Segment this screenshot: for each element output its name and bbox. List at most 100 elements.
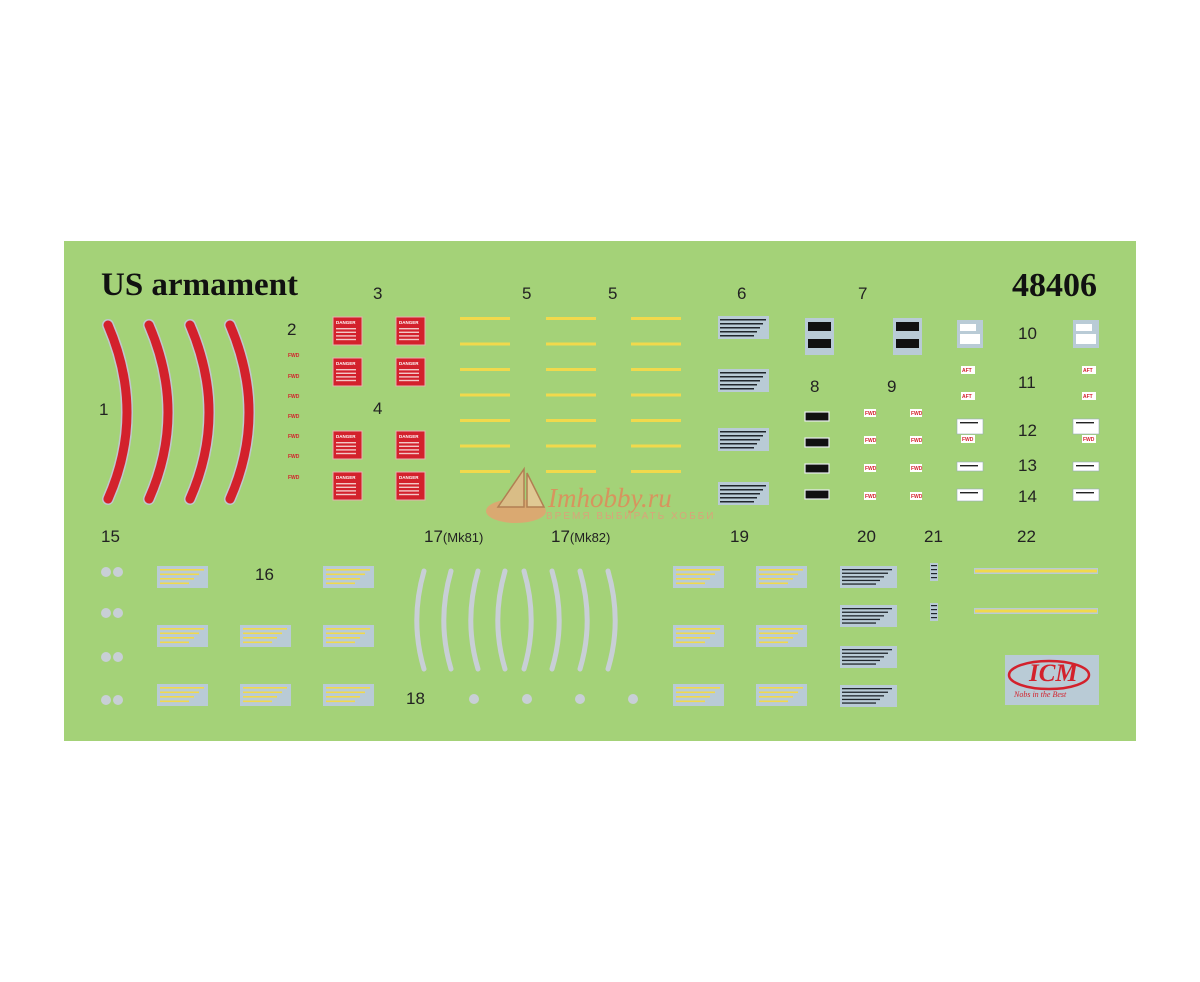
yellow-stencil-line — [759, 578, 793, 580]
white-stencil-line — [1076, 422, 1094, 424]
grey-dot-decal — [522, 694, 532, 704]
decal-number-1: 1 — [99, 400, 109, 419]
yellow-stencil-line — [676, 700, 705, 703]
info-label — [1076, 334, 1096, 344]
yellow-stencil-line — [759, 700, 788, 703]
danger-placard-label: DANGER — [399, 434, 419, 439]
fwd-label: FWD — [911, 411, 923, 417]
danger-placard — [332, 430, 363, 460]
red-band-decal — [103, 320, 132, 504]
grey-arc-decal — [441, 568, 454, 672]
yellow-stripe-decal — [631, 368, 681, 371]
white-stencil-line — [960, 492, 978, 494]
yellow-stencil-line — [160, 687, 204, 689]
info-label — [1076, 324, 1092, 331]
decal-number-17b: 17 — [551, 527, 570, 546]
danger-placard-text-line — [399, 442, 419, 444]
fwd-stencil: FWD — [288, 414, 300, 420]
fwd-label-bg — [910, 409, 922, 417]
grey-dot-decal — [113, 567, 123, 577]
tiny-stencil-line — [931, 605, 937, 607]
danger-placard-text-line — [399, 490, 419, 492]
tiny-stencil — [930, 603, 938, 621]
decal-number-5a: 5 — [522, 284, 532, 303]
yellow-stripe-decal — [460, 470, 510, 473]
decal-number-19: 19 — [730, 527, 749, 546]
decal-number-2: 2 — [287, 320, 297, 339]
yellow-stencil-line — [326, 691, 365, 694]
decal-number-17a: 17 — [424, 527, 443, 546]
danger-placard-label: DANGER — [399, 475, 419, 480]
white-stencil — [1072, 461, 1100, 472]
white-stencil — [956, 418, 984, 435]
decal-number-8: 8 — [810, 377, 820, 396]
decal-number-4: 4 — [373, 399, 383, 418]
black-bar-decal — [804, 489, 830, 500]
stencil-panel-text-line — [720, 431, 766, 433]
yellow-stencil-line — [243, 641, 272, 644]
black-bar-decal — [804, 411, 830, 422]
white-stencil — [956, 488, 984, 502]
stencil-panel-text-line — [842, 615, 884, 617]
yellow-stripe-decal — [631, 470, 681, 473]
danger-placard-text-line — [336, 379, 356, 382]
decal-number-22: 22 — [1017, 527, 1036, 546]
stencil-panel-text-line — [720, 331, 757, 333]
danger-placard-text-line — [336, 493, 356, 496]
white-stencil-line — [1076, 465, 1094, 467]
grey-arc-decal — [468, 568, 481, 672]
yellow-stencil-line — [676, 637, 710, 639]
fwd-label-bg — [910, 492, 922, 500]
tiny-stencil-line — [931, 609, 937, 611]
decal-number-15: 15 — [101, 527, 120, 546]
stencil-panel-text-line — [720, 493, 760, 495]
danger-placard — [395, 316, 426, 346]
grey-dot-decal — [628, 694, 638, 704]
white-stencil — [1072, 488, 1100, 502]
stencil-panel-text-line — [842, 572, 888, 574]
stencil-panel-text-line — [720, 372, 766, 374]
danger-placard-text-line — [336, 445, 356, 447]
fwd-label-bg — [864, 464, 876, 472]
danger-placard-text-line — [336, 369, 356, 371]
fwd-label: FWD — [911, 494, 923, 500]
red-band-decal — [225, 320, 254, 504]
yellow-stencil-line — [759, 628, 803, 630]
fwd-stencil: FWD — [288, 374, 300, 380]
danger-placard-label: DANGER — [336, 361, 356, 366]
yellow-stencil-line — [326, 641, 355, 644]
fwd-stencil: FWD — [288, 475, 300, 481]
decal-number-11: 11 — [1018, 373, 1036, 392]
stencil-panel-text-line — [842, 618, 880, 621]
yellow-stencil-line — [326, 573, 365, 576]
black-bar-decal — [804, 437, 830, 448]
yellow-stencil-line — [676, 628, 720, 630]
tiny-stencil-line — [931, 569, 937, 571]
danger-placard-label: DANGER — [399, 320, 419, 325]
yellow-stripe-decal — [546, 419, 596, 422]
aft-label-bg — [1082, 366, 1096, 374]
decal-number-14: 14 — [1018, 487, 1037, 506]
stencil-panel-text-line — [720, 435, 763, 437]
fwd-stencil: FWD — [288, 353, 300, 359]
decal-number-18: 18 — [406, 689, 425, 708]
yellow-stencil-line — [326, 569, 370, 571]
yellow-stencil-line — [676, 569, 720, 571]
stencil-panel-text-line — [720, 489, 763, 491]
yellow-stencil-line — [759, 582, 788, 585]
danger-placard-text-line — [336, 335, 356, 337]
stencil-panel-text-line — [842, 583, 876, 585]
decal-sheet: FWD FWD FWD FWD FWD FWD FWD DANGER DANGER DANGER D… — [64, 241, 1136, 741]
decal-number-21: 21 — [924, 527, 943, 546]
white-stencil — [956, 461, 984, 472]
fwd-label: FWD — [911, 438, 923, 444]
black-band-decal — [808, 322, 831, 331]
yellow-stencil-line — [160, 578, 194, 580]
yellow-stencil-line — [759, 696, 793, 698]
danger-placard-text-line — [399, 452, 419, 455]
stencil-panel-text-line — [842, 649, 892, 651]
yellow-stripe-decal — [460, 368, 510, 371]
danger-placard-text-line — [399, 331, 419, 333]
decal-number-5b: 5 — [608, 284, 618, 303]
stencil-panel-text-line — [720, 335, 754, 337]
